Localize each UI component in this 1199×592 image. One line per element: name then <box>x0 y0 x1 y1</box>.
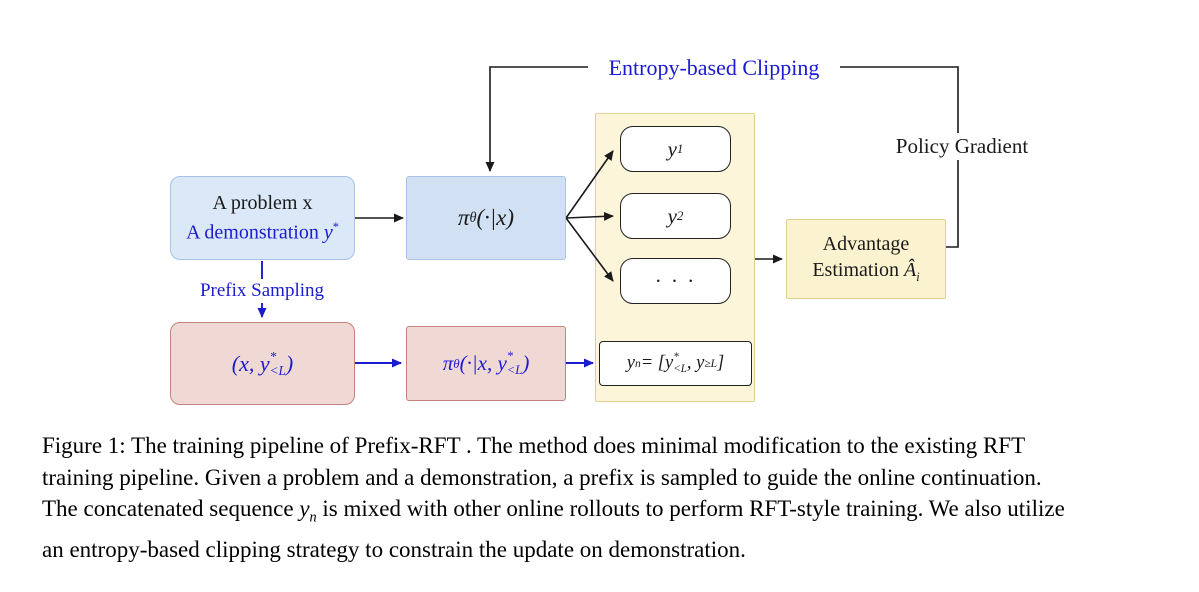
rollout-box-more: · · · <box>620 258 731 304</box>
prefix-box: (x, y*<L) <box>170 322 355 405</box>
caption-line: Figure 1: The training pipeline of Prefi… <box>42 433 1026 458</box>
advantage-line2: Estimation Âi <box>812 259 920 284</box>
advantage-box: Advantage Estimation Âi <box>786 219 946 299</box>
demonstration-text: A demonstration y* <box>186 219 339 244</box>
caption-line: training pipeline. Given a problem and a… <box>42 464 1042 490</box>
problem-box: A problem x A demonstration y* <box>170 176 355 260</box>
figure-caption: Figure 1: The training pipeline of Prefi… <box>42 430 1170 566</box>
caption-line: an entropy-based clipping strategy to co… <box>42 537 746 563</box>
policy-gradient-label: Policy Gradient <box>884 133 1040 160</box>
problem-text: A problem x <box>212 191 313 214</box>
prefix-sampling-label: Prefix Sampling <box>189 279 335 303</box>
entropy-clipping-label: Entropy-based Clipping <box>588 54 840 82</box>
advantage-line1: Advantage <box>822 233 910 255</box>
caption-line: The concatenated sequence yn is mixed wi… <box>42 496 1065 526</box>
